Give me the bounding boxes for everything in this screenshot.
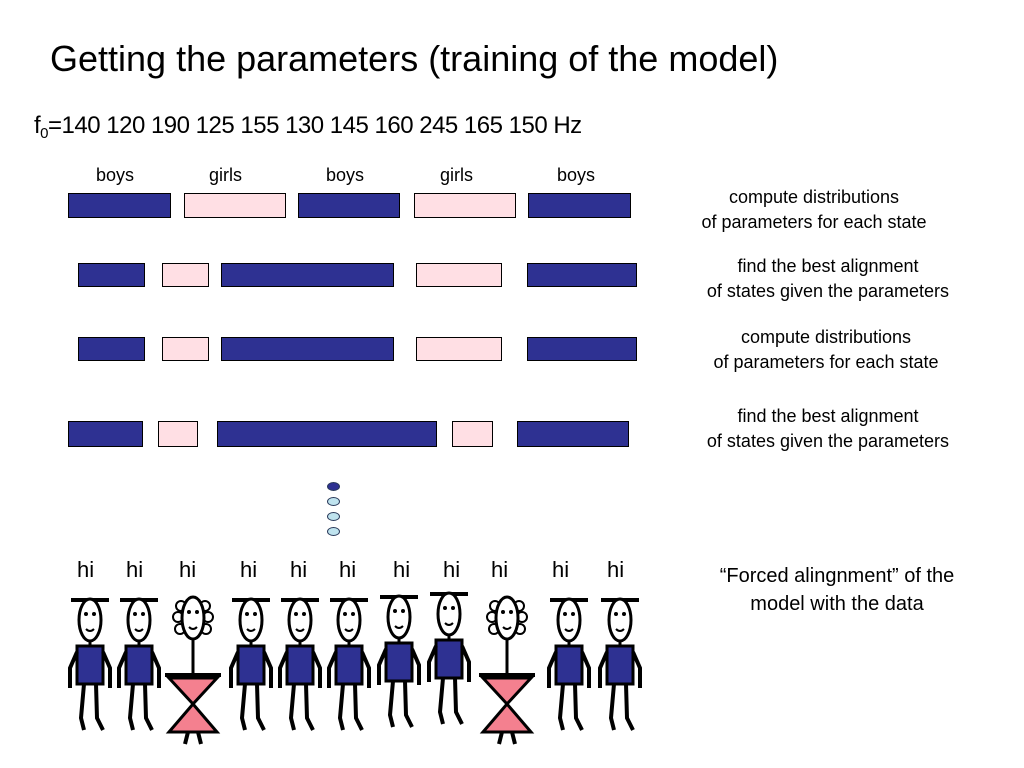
state-bar-boys [68,421,143,447]
group-label-girls-1: girls [209,165,243,185]
speaker-word: hi [240,557,258,582]
continuation-dot-icon [327,497,340,506]
speaker-word: hi [393,557,411,582]
continuation-dot-icon [327,482,340,491]
state-bar-girls [158,421,198,447]
group-label-girls-2: girls [440,165,474,185]
speaker-word: hi [443,557,461,582]
step-note-line: of states given the parameters [706,281,950,301]
state-bar-boys [221,263,394,287]
forced-alignment-caption: “Forced alingnment” of the model with th… [719,565,955,615]
step-note-line: find the best alignment [737,256,919,276]
step-note-4: find the best alignment of states given … [674,404,982,454]
step-note-1: compute distributions of parameters for … [672,185,956,235]
speaker-word: hi [552,557,570,582]
continuation-dot-icon [327,512,340,521]
state-bar-boys [298,193,400,218]
state-bar-girls [416,263,502,287]
speaker-word: hi [126,557,144,582]
state-bar-boys [78,337,145,361]
state-bar-boys [517,421,629,447]
state-bar-boys [217,421,437,447]
step-note-line: of parameters for each state [701,212,927,232]
f0-symbol: f [34,112,41,139]
step-note-3: compute distributions of parameters for … [684,325,968,375]
speaker-word: hi [491,557,509,582]
state-bar-boys [527,263,637,287]
state-bar-boys [68,193,171,218]
speaker-word: hi [77,557,95,582]
speaker-word: hi [607,557,625,582]
slide-title: Getting the parameters (training of the … [50,38,779,79]
speaker-word: hi [339,557,357,582]
step-note-line: of parameters for each state [713,352,939,372]
state-bar-girls [162,263,209,287]
f0-list: =140 120 190 125 155 130 145 160 245 165… [48,112,582,139]
speaker-figures [68,591,642,746]
group-label-boys-3: boys [557,165,596,185]
state-bar-boys [221,337,394,361]
step-note-line: find the best alignment [737,406,919,426]
state-bar-girls [184,193,286,218]
state-bar-girls [414,193,516,218]
f0-values: f0=140 120 190 125 155 130 145 160 245 1… [34,112,582,142]
state-bar-boys [527,337,637,361]
step-note-line: compute distributions [740,327,912,347]
state-bar-girls [162,337,209,361]
step-note-line: of states given the parameters [706,431,950,451]
state-bar-boys [528,193,631,218]
speaker-word: hi [290,557,308,582]
state-bar-boys [78,263,145,287]
continuation-dot-icon [327,527,340,536]
state-bar-girls [452,421,493,447]
group-label-boys-1: boys [96,165,135,185]
step-note-line: compute distributions [728,187,900,207]
f0-subscript: 0 [40,125,49,142]
step-note-2: find the best alignment of states given … [674,254,982,304]
speaker-word: hi [179,557,197,582]
state-bar-girls [416,337,502,361]
group-label-boys-2: boys [326,165,365,185]
